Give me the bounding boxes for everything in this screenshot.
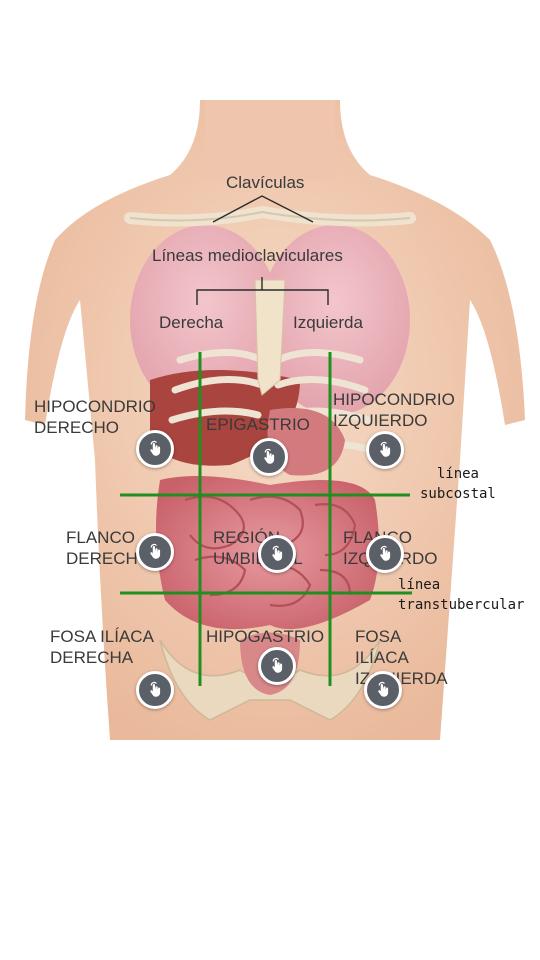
hotspot-left-flank[interactable] — [366, 535, 404, 573]
right-flank-label: FLANCO DERECHO — [66, 528, 152, 568]
epigastrium-label: EPIGASTRIO — [206, 415, 310, 434]
tap-hand-icon — [264, 448, 275, 464]
left-side-label: Izquierda — [293, 313, 363, 332]
hotspot-umbilical-region[interactable] — [258, 535, 296, 573]
pointer-lines — [196, 195, 329, 305]
left-iliac-fossa-label: FOSA ILÍACA IZQUIERDA — [355, 627, 448, 688]
right-iliac-fossa-label: FOSA ILÍACA DERECHA — [50, 627, 154, 667]
tap-hand-icon — [150, 543, 161, 559]
hotspot-right-hypochondrium[interactable] — [136, 430, 174, 468]
right-side-label: Derecha — [159, 313, 224, 332]
tap-hand-icon — [380, 441, 391, 457]
tap-hand-icon — [150, 440, 161, 456]
tap-hand-icon — [378, 681, 389, 697]
tap-hand-icon — [380, 545, 391, 561]
midclavicular-lines-label: Líneas medioclaviculares — [152, 246, 343, 265]
hotspot-left-hypochondrium[interactable] — [366, 431, 404, 469]
hypogastrium-label: HIPOGASTRIO — [206, 627, 325, 646]
left-lung — [260, 225, 410, 415]
hotspot-right-iliac-fossa[interactable] — [136, 671, 174, 709]
tap-hand-icon — [272, 545, 283, 561]
sternum — [254, 279, 286, 396]
right-lung — [130, 225, 280, 415]
tap-hand-icon — [272, 657, 283, 673]
hotspot-hypogastrium[interactable] — [258, 647, 296, 685]
neck — [205, 100, 335, 180]
hotspot-epigastrium[interactable] — [250, 438, 288, 476]
region-grid-lines — [120, 352, 412, 686]
hotspot-right-flank[interactable] — [136, 533, 174, 571]
left-hypochondrium-label: HIPOCONDRIO IZQUIERDO — [333, 390, 455, 430]
subcostal-line-label: línea subcostal — [420, 466, 496, 502]
tap-hand-icon — [150, 681, 161, 697]
hotspot-left-iliac-fossa[interactable] — [364, 671, 402, 709]
clavicles-label: Clavículas — [226, 173, 305, 192]
right-hypochondrium-label: HIPOCONDRIO DERECHO — [34, 397, 156, 437]
transtubercular-line-label: línea transtubercular — [398, 577, 525, 613]
